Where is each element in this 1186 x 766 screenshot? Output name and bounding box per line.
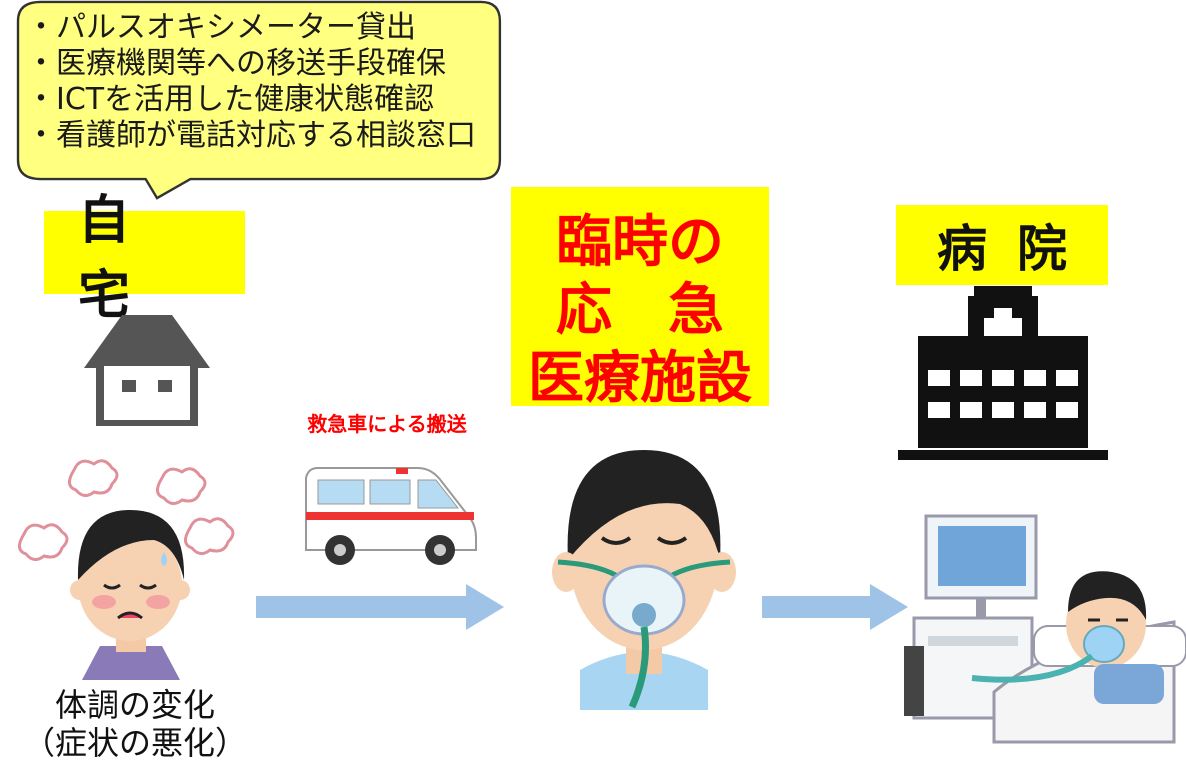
hospital-bed-patient-icon [904, 514, 1186, 744]
ambulance-icon [305, 467, 477, 565]
condition-line-2: （症状の悪化） [22, 724, 247, 762]
bubble-text: ・パルスオキシメーター貸出 ・医療機関等への移送手段確保 ・ICTを活用した健康… [26, 10, 506, 154]
arrow-right-icon [256, 584, 504, 630]
bubble-line-2: ・医療機関等への移送手段確保 [26, 46, 446, 81]
hospital-building-icon [898, 286, 1108, 460]
bubble-line-1: ・パルスオキシメーター貸出 [26, 10, 416, 45]
transport-label: 救急車による搬送 [307, 412, 467, 436]
bubble-line-4: ・看護師が電話対応する相談窓口 [26, 118, 476, 153]
oxygen-mask-patient-icon [552, 450, 736, 710]
bubble-line-3: ・ICTを活用した健康状態確認 [26, 82, 435, 117]
arrow-right-icon [762, 584, 908, 630]
condition-label: 体調の変化 （症状の悪化） [20, 686, 250, 762]
condition-line-1: 体調の変化 [54, 686, 215, 724]
hospital-label: 病院 [896, 205, 1108, 285]
emergency-line-2: 応 急 [556, 278, 724, 343]
home-label: 自宅 [44, 191, 245, 326]
speech-bubble [16, 0, 502, 200]
sick-person-icon [18, 459, 235, 680]
emergency-facility-label: 臨時の 応 急 医療施設 [511, 187, 769, 411]
emergency-line-3: 医療施設 [528, 346, 752, 411]
emergency-line-1: 臨時の [556, 210, 724, 275]
house-icon [84, 315, 210, 426]
